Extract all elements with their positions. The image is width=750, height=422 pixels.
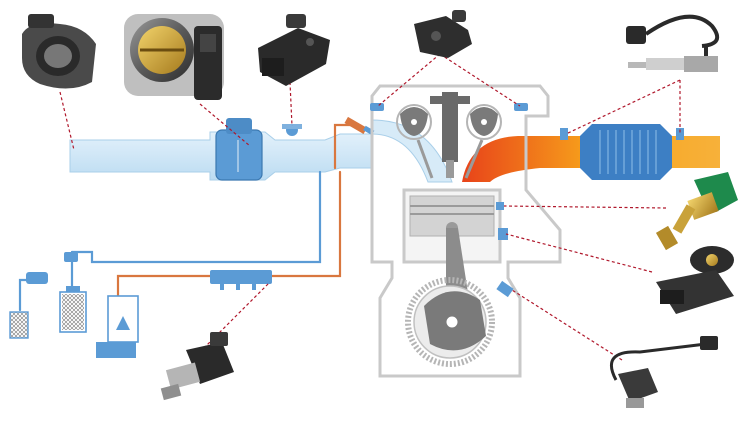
exhaust-pipe [462,124,720,182]
valves [416,139,484,179]
throttle-body-icon [124,14,224,100]
cam-sensor-icon [414,10,472,58]
crank-sensor-icon [610,336,718,408]
crankshaft [405,277,495,367]
maf-sensor-icon [22,14,96,89]
coolant-sensor-icon [655,172,738,251]
catalytic-converter [580,124,672,180]
fuel-pressure-sensor-icon [160,332,234,401]
camshafts [396,104,502,140]
map-sensor-icon [258,14,330,86]
engine-sensor-points [370,103,528,298]
intake-duct [69,116,453,183]
spark-plug [430,92,470,178]
fuel-rail [210,270,272,290]
fuel-pressure-regulator [26,252,78,284]
knock-sensor-icon [656,246,734,314]
fuel-filter [59,286,87,333]
leader-lines [59,53,681,361]
o2-sensor-icon [626,14,720,72]
fuel-tank [9,295,139,358]
